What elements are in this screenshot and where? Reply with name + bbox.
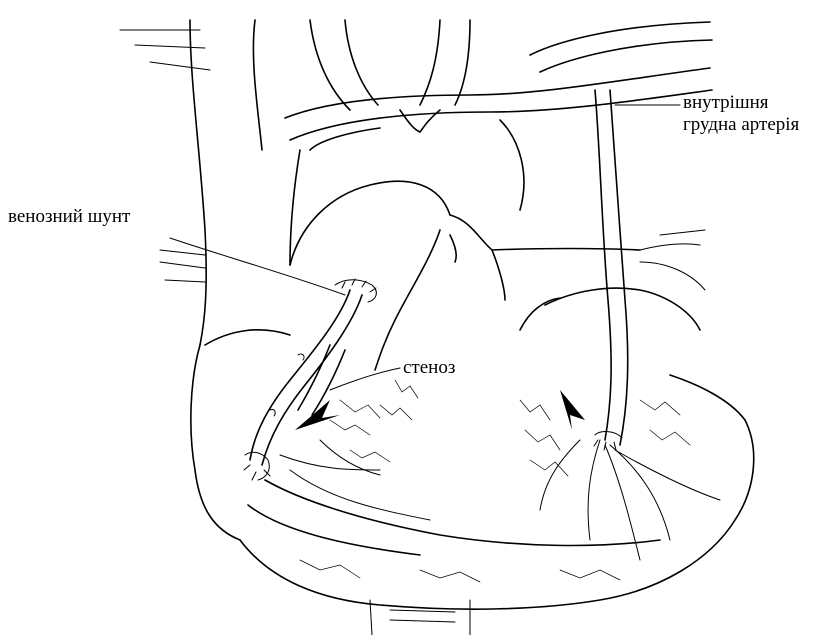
internal-thoracic-artery-label-line2: грудна артерія (683, 114, 823, 136)
internal-thoracic-artery-label-line1: внутрішня (683, 92, 823, 114)
stenosis-label: стеноз (403, 357, 455, 379)
heart-body (240, 288, 754, 635)
aorta-pulmonary-trunk (290, 181, 640, 370)
right-atrium (191, 330, 290, 540)
coronary-vessels (280, 380, 720, 582)
venous-shunt-label: венозний шунт (8, 206, 130, 228)
superior-vena-cava (120, 20, 262, 345)
internal-thoracic-artery-graft (560, 90, 628, 450)
venous-shunt-graft (244, 279, 376, 480)
internal-thoracic-artery-label: внутрішня грудна артерія (683, 92, 823, 136)
aortic-arch (285, 20, 712, 265)
pulmonary-veins (640, 230, 705, 290)
